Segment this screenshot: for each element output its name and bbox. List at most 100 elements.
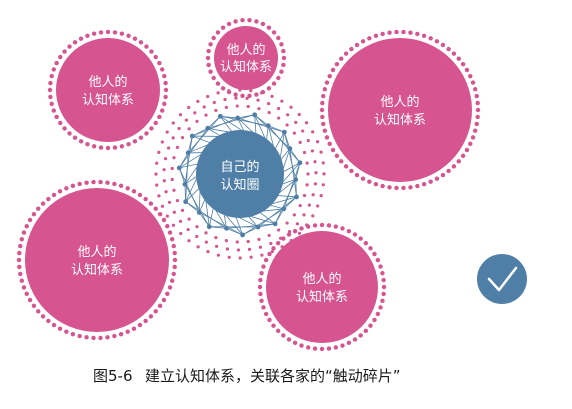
halo-dot	[195, 234, 199, 239]
halo-dot	[180, 136, 185, 140]
ring-dot	[165, 223, 170, 229]
halo-dot	[295, 222, 300, 226]
ring-dot	[326, 223, 332, 228]
ring-dot	[281, 48, 286, 54]
ring-dot	[125, 329, 130, 334]
ring-dot	[54, 114, 59, 120]
ring-dot	[263, 257, 269, 263]
ring-dot	[206, 62, 211, 68]
ring-dot	[415, 183, 420, 189]
halo-dot	[267, 233, 271, 238]
ring-dot	[211, 35, 216, 41]
network-node	[206, 224, 212, 230]
ring-dot	[358, 236, 363, 241]
halo-dot	[294, 120, 298, 124]
ring-dot	[360, 176, 366, 181]
ring-dot	[306, 345, 311, 350]
halo-dot	[316, 204, 320, 208]
network-node	[281, 206, 287, 212]
ring-dot	[27, 217, 33, 223]
network-node	[196, 210, 202, 215]
halo-dot	[236, 248, 241, 252]
halo-dot	[164, 190, 168, 194]
halo-dot	[214, 235, 218, 240]
ring-dot	[380, 31, 385, 37]
ring-dot	[266, 86, 272, 91]
ring-dot	[372, 317, 377, 323]
other-system-fill	[25, 188, 169, 332]
ring-dot	[281, 333, 286, 338]
ring-dot	[319, 107, 325, 113]
halo-dot	[313, 160, 317, 164]
ring-dot	[428, 36, 433, 41]
other-system-fill	[266, 231, 378, 343]
halo-dot	[160, 140, 164, 144]
network-link	[185, 201, 227, 229]
ring-dot	[149, 126, 154, 131]
halo-dot	[184, 118, 188, 122]
halo-dot	[277, 228, 281, 232]
halo-dot	[301, 129, 305, 133]
checkmark-badge	[477, 254, 527, 304]
halo-dot	[307, 203, 311, 207]
halo-dot	[204, 113, 208, 117]
halo-dot	[266, 101, 271, 106]
ring-dot	[112, 333, 117, 339]
ring-dot	[258, 277, 263, 283]
ring-dot	[281, 236, 286, 241]
halo-dot	[171, 223, 176, 227]
ring-dot	[24, 223, 29, 229]
halo-dot	[187, 105, 191, 110]
halo-dot	[187, 127, 191, 131]
ring-dot	[346, 340, 352, 346]
ring-dot	[460, 153, 466, 159]
ring-dot	[312, 346, 318, 351]
self-circle-fill	[196, 130, 284, 218]
halo-dot	[216, 91, 220, 95]
halo-dot	[172, 188, 176, 192]
ring-dot	[381, 284, 387, 290]
ring-dot	[70, 331, 76, 337]
halo-dot	[304, 121, 309, 125]
other-system-dot-ring	[47, 29, 169, 151]
halo-dot	[177, 126, 181, 131]
ring-dot	[36, 206, 41, 211]
ring-dot	[456, 159, 461, 164]
ring-dot	[451, 164, 457, 169]
ring-dot	[21, 285, 27, 290]
ring-dot	[306, 224, 311, 229]
network-node	[235, 115, 241, 121]
ring-dot	[352, 232, 358, 237]
ring-dot	[247, 93, 252, 99]
network-link	[247, 215, 259, 228]
network-link	[283, 132, 297, 180]
other-system-circle: 他人的 认知体系	[16, 179, 178, 341]
halo-dot	[319, 150, 323, 154]
ring-dot	[49, 101, 54, 107]
ring-dot	[259, 271, 264, 276]
halo-dot	[256, 98, 260, 102]
halo-dot	[297, 231, 302, 235]
network-link	[192, 135, 212, 144]
halo-dot	[179, 219, 183, 224]
ring-dot	[172, 257, 178, 263]
network-link	[226, 223, 276, 229]
ring-dot	[91, 179, 96, 185]
ring-dot	[171, 243, 176, 249]
ring-dot	[320, 114, 325, 120]
ring-dot	[381, 277, 386, 283]
ring-dot	[368, 246, 373, 251]
other-system-label-line1: 他人的	[88, 74, 127, 90]
ring-dot	[330, 147, 336, 153]
ring-dot	[475, 114, 480, 120]
halo-dot	[195, 225, 199, 229]
ring-dot	[271, 323, 276, 328]
ring-dot	[162, 73, 167, 79]
ring-dot	[343, 51, 349, 56]
halo-dot	[196, 99, 200, 103]
ring-dot	[322, 128, 328, 133]
halo-dot	[155, 161, 159, 165]
ring-dot	[64, 329, 69, 334]
ring-dot	[77, 333, 82, 339]
halo-dot	[215, 244, 219, 248]
